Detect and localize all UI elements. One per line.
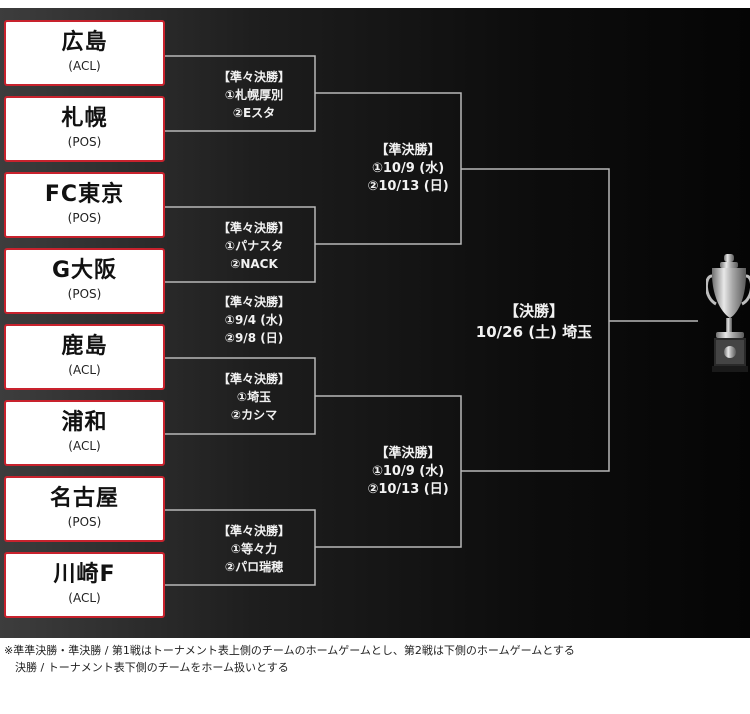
sf-note: 【準決勝】 ①10/9 (水) ②10/13 (日): [348, 445, 468, 499]
team-name: 名古屋: [49, 486, 119, 511]
team-name: 広島: [61, 30, 108, 55]
qf-note: 【準々決勝】 ①パナスタ ②NACK: [194, 219, 314, 273]
final-detail: 10/26 (土) 埼玉: [475, 323, 593, 341]
qf-dates-note: 【準々決勝】 ①9/4 (水) ②9/8 (日): [194, 293, 314, 347]
footnote-line1: ※準準決勝・準決勝 / 第1戦はトーナメント表上側のチームのホームゲームとし、第…: [4, 644, 575, 657]
team-name: G大阪: [51, 258, 118, 283]
team-tag: (POS): [67, 211, 102, 225]
team-box: 川崎F (ACL): [4, 552, 165, 618]
team-tag: (ACL): [68, 591, 101, 605]
qf-leg1: ①等々力: [230, 542, 278, 556]
qf-dates-label: 【準々決勝】: [217, 295, 290, 309]
qf-leg2: ②パロ瑞穂: [224, 560, 284, 574]
team-tag: (POS): [67, 135, 102, 149]
qf-label: 【準々決勝】: [217, 70, 290, 84]
team-name: 札幌: [61, 106, 108, 131]
sf-leg2: ②10/13 (日): [367, 482, 449, 497]
qf-label: 【準々決勝】: [217, 372, 290, 386]
team-box: G大阪 (POS): [4, 248, 165, 314]
team-tag: (POS): [67, 515, 102, 529]
team-tag: (ACL): [68, 439, 101, 453]
qf-label: 【準々決勝】: [217, 221, 290, 235]
team-tag: (ACL): [68, 363, 101, 377]
qf-note: 【準々決勝】 ①札幌厚別 ②Eスタ: [194, 68, 314, 122]
team-box: 浦和 (ACL): [4, 400, 165, 466]
qf-note: 【準々決勝】 ①等々力 ②パロ瑞穂: [194, 522, 314, 576]
final-label: 【決勝】: [503, 302, 564, 320]
qf-note: 【準々決勝】 ①埼玉 ②カシマ: [194, 370, 314, 424]
qf-dates-leg1: ①9/4 (水): [224, 313, 284, 327]
qf-leg2: ②カシマ: [230, 408, 278, 422]
qf-label: 【準々決勝】: [217, 524, 290, 538]
qf-leg2: ②NACK: [230, 257, 278, 271]
sf-note: 【準決勝】 ①10/9 (水) ②10/13 (日): [348, 142, 468, 196]
qf-leg2: ②Eスタ: [232, 106, 276, 120]
team-name: 川崎F: [53, 562, 116, 587]
sf-leg1: ①10/9 (水): [371, 464, 445, 479]
team-tag: (ACL): [68, 59, 101, 73]
team-box: 広島 (ACL): [4, 20, 165, 86]
team-box: FC東京 (POS): [4, 172, 165, 238]
team-box: 札幌 (POS): [4, 96, 165, 162]
sf-leg1: ①10/9 (水): [371, 161, 445, 176]
qf-dates-leg2: ②9/8 (日): [224, 331, 284, 345]
footnote-line2: 決勝 / トーナメント表下側のチームをホーム扱いとする: [15, 661, 289, 674]
footnote: ※準準決勝・準決勝 / 第1戦はトーナメント表上側のチームのホームゲームとし、第…: [4, 642, 575, 676]
team-name: 鹿島: [61, 334, 108, 359]
qf-leg1: ①札幌厚別: [224, 88, 284, 102]
team-tag: (POS): [67, 287, 102, 301]
bracket-line-final: [461, 168, 610, 472]
sf-label: 【準決勝】: [375, 143, 441, 158]
trophy-icon: [706, 254, 750, 372]
team-box: 鹿島 (ACL): [4, 324, 165, 390]
qf-leg1: ①埼玉: [236, 390, 272, 404]
final-note: 【決勝】 10/26 (土) 埼玉: [454, 301, 614, 343]
sf-label: 【準決勝】: [375, 446, 441, 461]
sf-leg2: ②10/13 (日): [367, 179, 449, 194]
team-name: FC東京: [44, 182, 125, 207]
team-box: 名古屋 (POS): [4, 476, 165, 542]
team-name: 浦和: [61, 410, 108, 435]
qf-leg1: ①パナスタ: [224, 239, 284, 253]
